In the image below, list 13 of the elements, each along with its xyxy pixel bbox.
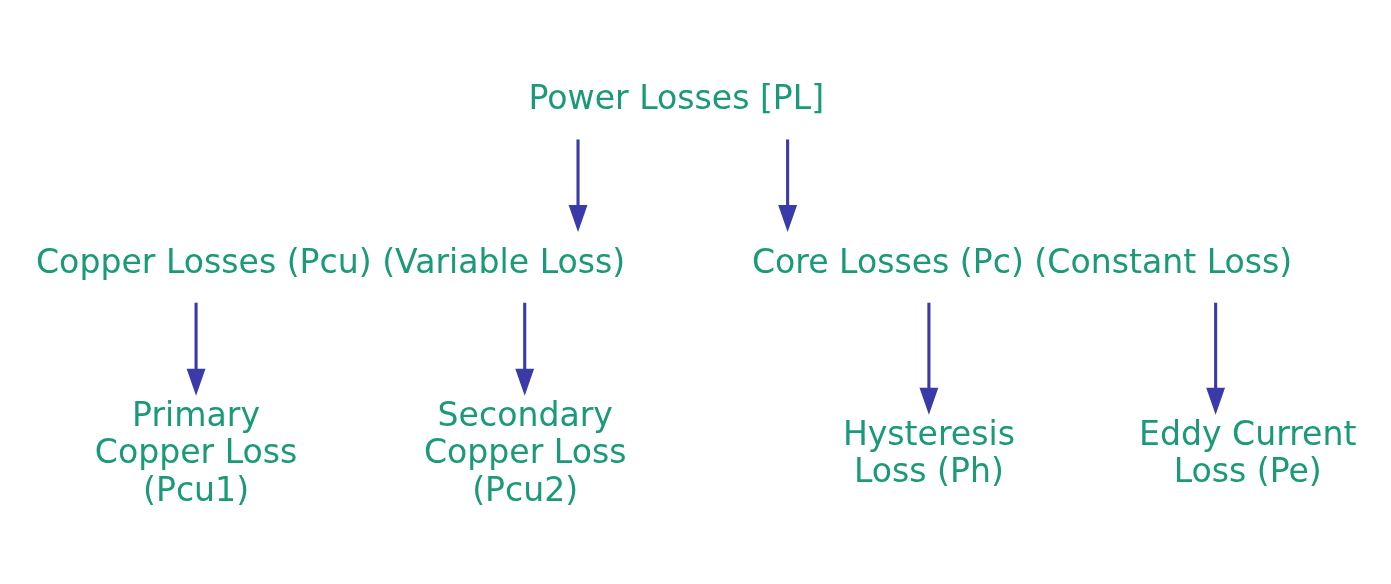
node-text: Copper Losses (Pcu) (Variable Loss): [36, 241, 626, 281]
arrow: [1206, 302, 1226, 415]
node-text: Power Losses [PL]: [528, 78, 825, 118]
arrow: [568, 139, 588, 233]
arrow: [515, 302, 535, 396]
node-text: Core Losses (Pc) (Constant Loss): [751, 241, 1293, 281]
arrow: [186, 302, 206, 396]
node-text: Secondary Copper Loss (Pcu2): [423, 395, 627, 509]
arrow: [778, 139, 798, 233]
node-text: Primary Copper Loss (Pcu1): [94, 395, 298, 509]
arrow: [919, 302, 939, 415]
node-text: Hysteresis Loss (Ph): [842, 413, 1015, 491]
node-text: Eddy Current Loss (Pe): [1139, 413, 1357, 491]
